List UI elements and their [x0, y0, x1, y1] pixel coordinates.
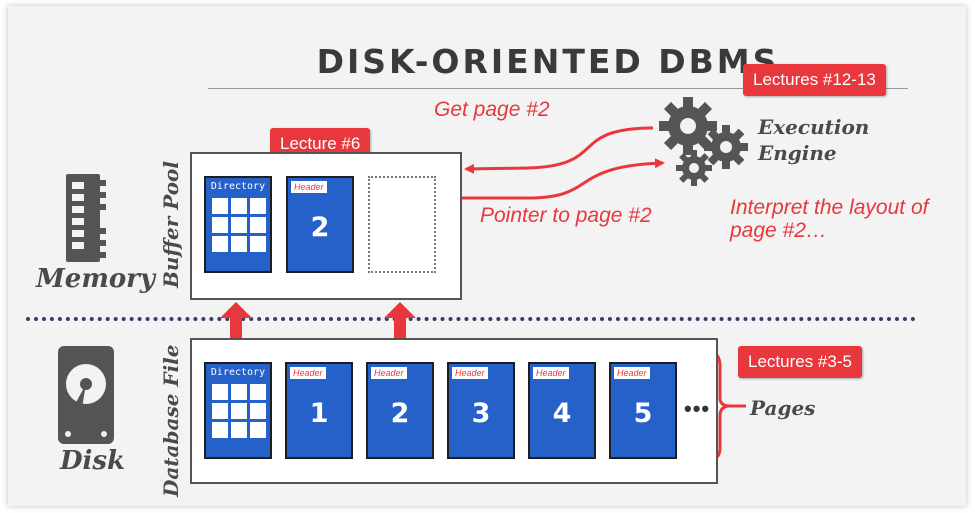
page-header-label: Header [533, 367, 569, 379]
page-number: 2 [310, 212, 330, 243]
memory-label: Memory [36, 264, 155, 294]
db-page-3: Header 3 [447, 362, 515, 459]
gears-icon [659, 97, 748, 186]
tag-lectures-12-13: Lectures #12-13 [743, 64, 886, 96]
interpret-line-1: Interpret the layout of [730, 196, 929, 219]
page-number: 3 [471, 398, 491, 429]
memory-chip-icon [66, 174, 106, 262]
memory-disk-divider [26, 317, 916, 321]
page-header-label: Header [371, 367, 407, 379]
buffer-pool-directory-page: Directory [204, 176, 272, 273]
buffer-pool-label: Buffer Pool [159, 161, 183, 288]
buffer-pool-empty-slot [368, 176, 436, 273]
disk-label: Disk [60, 446, 126, 476]
db-directory-page: Directory [204, 362, 272, 459]
pointer-arrow [462, 158, 665, 200]
directory-grid [212, 198, 266, 252]
db-page-1: Header 1 [285, 362, 353, 459]
page-number: 5 [633, 398, 653, 429]
database-file-label: Database File [159, 344, 183, 497]
buffer-pool-page-2: Header 2 [286, 176, 354, 273]
get-page-arrow [464, 126, 654, 174]
page-header-label: Header [614, 367, 650, 379]
up-arrow-page-2 [384, 302, 416, 346]
diagram-graphics [58, 97, 748, 462]
page-number: 1 [309, 398, 329, 429]
db-page-2: Header 2 [366, 362, 434, 459]
buffer-pool-box: Directory Header 2 [190, 152, 462, 300]
slide: DISK-ORIENTED DBMS Lectures #12-13 Lectu… [8, 6, 966, 506]
engine-text: Engine [758, 141, 837, 165]
pages-label: Pages [750, 396, 816, 420]
pointer-label: Pointer to page #2 [480, 204, 652, 227]
interpret-label: Interpret the layout of page #2… [730, 196, 928, 242]
database-file-box: Directory Header 1 Header 2 Header 3 Hea… [190, 338, 718, 484]
interpret-line-2: page #2… [730, 219, 827, 242]
tag-lectures-3-5: Lectures #3-5 [738, 346, 862, 378]
page-header-label: Header [290, 367, 326, 379]
execution-text: Execution [758, 115, 870, 139]
page-header-label: Header [452, 367, 488, 379]
hard-disk-icon [58, 346, 114, 444]
up-arrow-directory [220, 302, 252, 346]
db-page-5: Header 5 [609, 362, 677, 459]
more-pages-ellipsis: ••• [684, 396, 711, 421]
title-underline [208, 88, 908, 89]
page-header-label: Header [291, 181, 327, 193]
page-number: 4 [552, 398, 572, 429]
directory-label: Directory [210, 367, 266, 378]
directory-grid [212, 384, 266, 438]
page-number: 2 [390, 398, 410, 429]
get-page-label: Get page #2 [434, 98, 550, 121]
db-page-4: Header 4 [528, 362, 596, 459]
directory-label: Directory [210, 181, 266, 192]
page-title: DISK-ORIENTED DBMS [316, 42, 780, 81]
execution-engine-label: Execution Engine [758, 114, 869, 166]
